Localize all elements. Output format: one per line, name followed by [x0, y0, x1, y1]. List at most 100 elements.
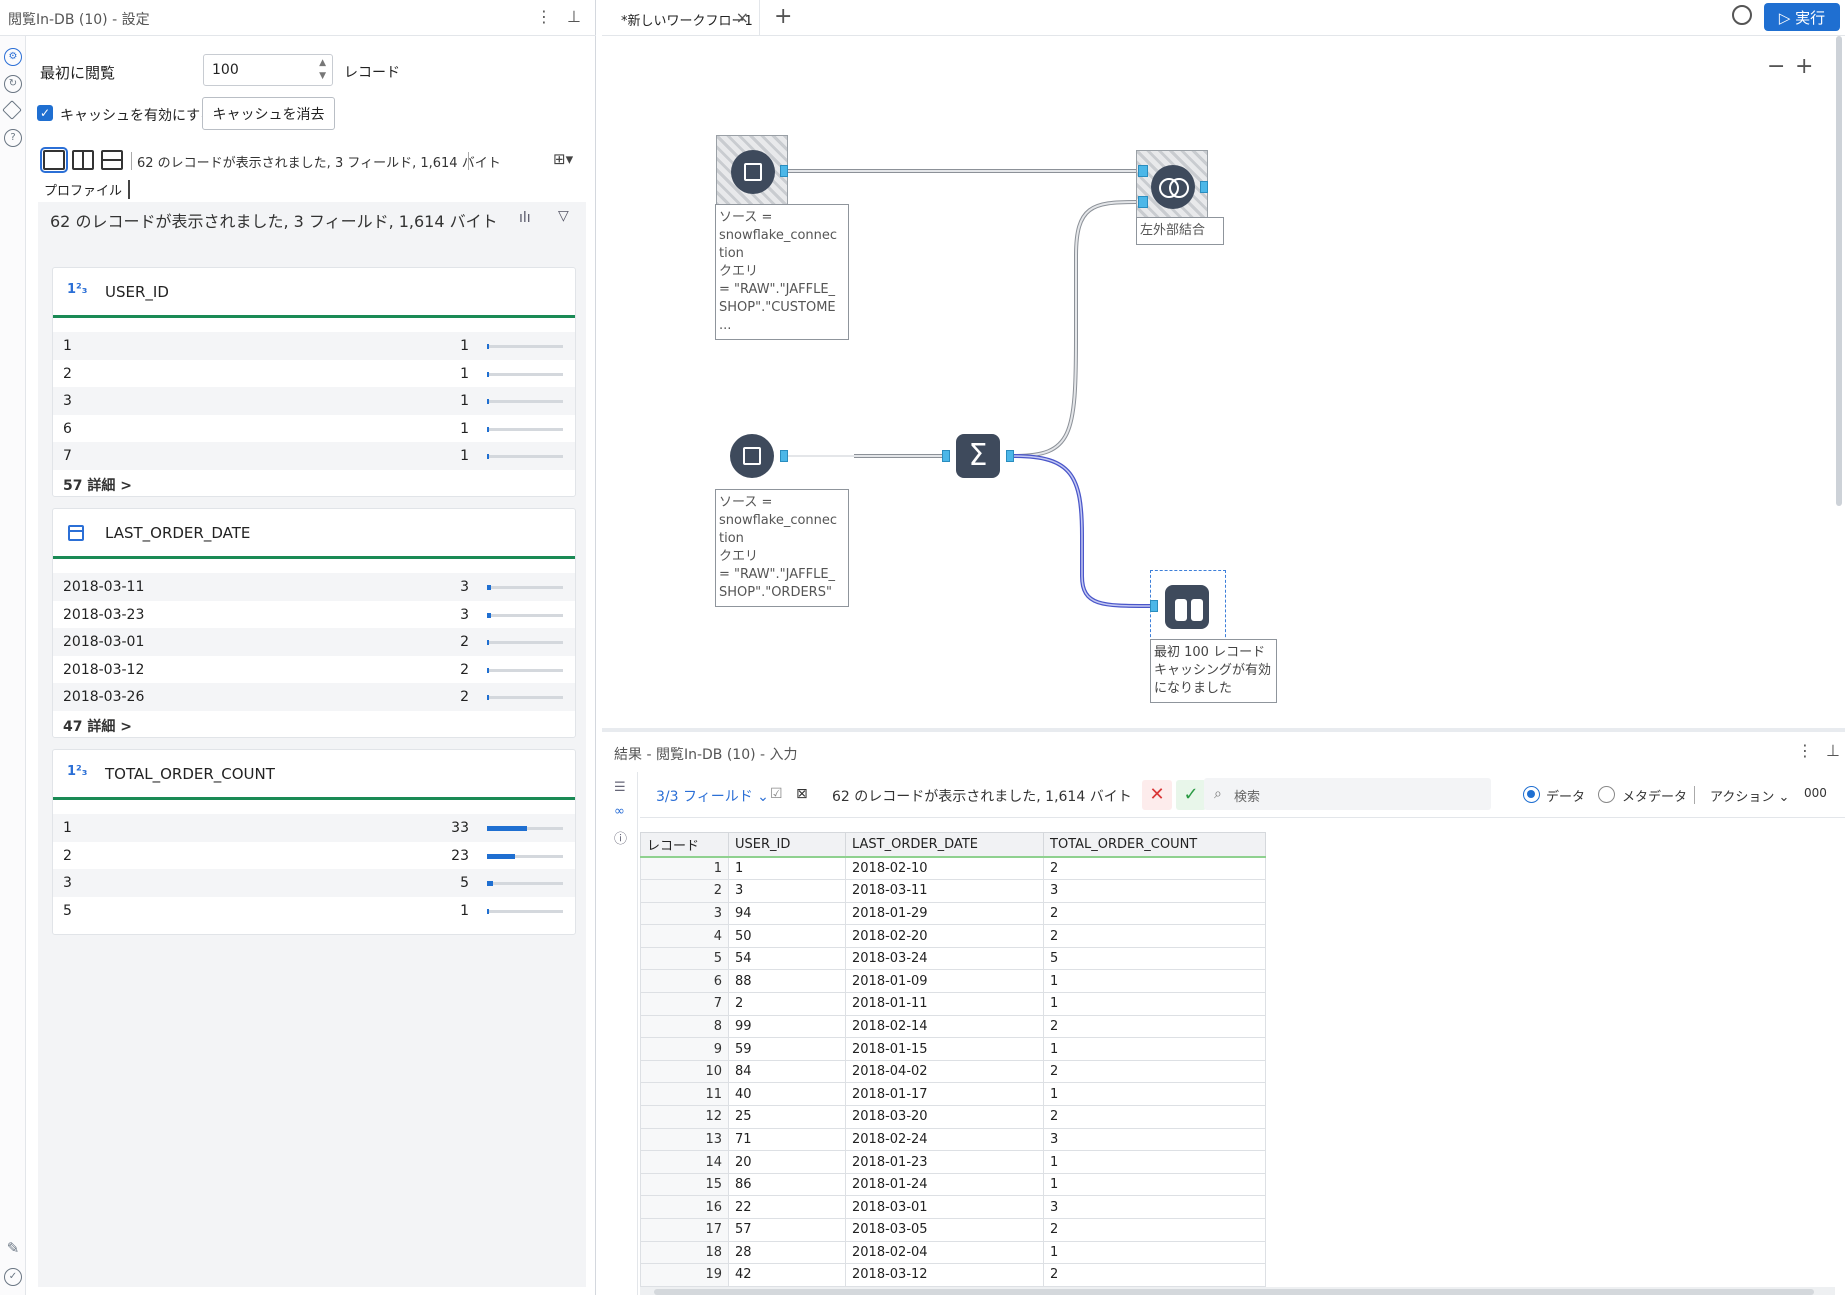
- table-cell[interactable]: 2018-04-02: [845, 1059, 1044, 1084]
- input-tool-customers[interactable]: [716, 135, 788, 207]
- left-input-anchor[interactable]: [1138, 165, 1148, 177]
- close-icon[interactable]: ×: [735, 8, 749, 27]
- table-cell[interactable]: 99: [728, 1014, 846, 1039]
- more-options-icon[interactable]: ⋮: [536, 7, 552, 26]
- table-cell[interactable]: 2018-01-17: [845, 1082, 1044, 1107]
- table-cell[interactable]: 2018-03-20: [845, 1105, 1044, 1129]
- table-cell[interactable]: 3: [1043, 1127, 1266, 1152]
- zoom-in-icon[interactable]: +: [1795, 54, 1814, 79]
- edit-pencil-icon[interactable]: ✎: [6, 1239, 20, 1257]
- table-cell[interactable]: 2: [1043, 1059, 1266, 1084]
- table-cell[interactable]: 2: [1043, 856, 1266, 881]
- table-cell[interactable]: 12: [640, 1105, 729, 1129]
- table-cell[interactable]: 2018-02-24: [845, 1127, 1044, 1152]
- bar-chart-icon[interactable]: ılı: [519, 210, 531, 226]
- table-cell[interactable]: 2018-03-24: [845, 946, 1044, 971]
- table-cell[interactable]: 4: [640, 924, 729, 948]
- table-cell[interactable]: 2018-01-11: [845, 992, 1044, 1016]
- horizontal-scrollbar[interactable]: [640, 1287, 1835, 1295]
- settings-gear-icon[interactable]: ⚙: [4, 48, 22, 66]
- column-header-record[interactable]: レコード: [640, 832, 729, 858]
- table-cell[interactable]: 88: [728, 969, 846, 994]
- select-icon[interactable]: ☑: [770, 786, 783, 802]
- table-cell[interactable]: 50: [728, 924, 846, 948]
- table-cell[interactable]: 84: [728, 1059, 846, 1084]
- table-cell[interactable]: 16: [640, 1195, 729, 1219]
- filter-icon[interactable]: ▽: [558, 208, 569, 224]
- table-cell[interactable]: 1: [1043, 1082, 1266, 1107]
- table-cell[interactable]: 2018-01-09: [845, 969, 1044, 994]
- table-cell[interactable]: 6: [640, 969, 729, 994]
- metadata-radio[interactable]: [1598, 786, 1615, 803]
- table-cell[interactable]: 2: [1043, 901, 1266, 926]
- history-icon[interactable]: [1732, 5, 1752, 25]
- horizontal-split-icon[interactable]: [101, 150, 123, 170]
- table-cell[interactable]: 2: [1043, 1263, 1266, 1287]
- search-input[interactable]: 検索: [1204, 778, 1491, 810]
- table-cell[interactable]: 25: [728, 1105, 846, 1129]
- more-digits-menu[interactable]: 000: [1804, 786, 1827, 800]
- table-cell[interactable]: 2018-03-12: [845, 1263, 1044, 1287]
- table-cell[interactable]: 2018-03-05: [845, 1218, 1044, 1242]
- table-cell[interactable]: 22: [728, 1195, 846, 1219]
- table-cell[interactable]: 28: [728, 1240, 846, 1265]
- more-details-link[interactable]: 47 詳細 >: [63, 718, 132, 735]
- table-cell[interactable]: 2018-01-15: [845, 1037, 1044, 1061]
- table-cell[interactable]: 2: [1043, 1218, 1266, 1242]
- data-radio[interactable]: [1523, 786, 1540, 803]
- table-cell[interactable]: 3: [1043, 879, 1266, 903]
- vertical-split-icon[interactable]: [72, 150, 94, 170]
- single-layout-icon[interactable]: [40, 147, 68, 173]
- table-cell[interactable]: 86: [728, 1172, 846, 1197]
- column-header-total-order-count[interactable]: TOTAL_ORDER_COUNT: [1043, 832, 1266, 858]
- tab-workflow-1[interactable]: *新しいワークフロー1 ×: [618, 0, 760, 36]
- table-cell[interactable]: 8: [640, 1014, 729, 1039]
- tag-icon[interactable]: [2, 100, 22, 120]
- more-options-icon[interactable]: ⋮: [1797, 741, 1813, 760]
- binoculars-icon[interactable]: ∞: [614, 804, 625, 819]
- output-anchor[interactable]: [1006, 450, 1014, 462]
- browse-tool[interactable]: [1150, 570, 1226, 642]
- table-cell[interactable]: 10: [640, 1059, 729, 1084]
- table-cell[interactable]: 54: [728, 946, 846, 971]
- table-cell[interactable]: 40: [728, 1082, 846, 1107]
- table-cell[interactable]: 1: [1043, 1240, 1266, 1265]
- table-cell[interactable]: 1: [1043, 1037, 1266, 1061]
- table-cell[interactable]: 2: [640, 879, 729, 903]
- input-anchor[interactable]: [942, 450, 950, 462]
- table-cell[interactable]: 2018-01-24: [845, 1172, 1044, 1197]
- column-header-user-id[interactable]: USER_ID: [728, 832, 846, 858]
- table-cell[interactable]: 1: [1043, 1172, 1266, 1197]
- summarize-tool[interactable]: Σ: [942, 420, 1014, 492]
- table-cell[interactable]: 19: [640, 1263, 729, 1287]
- add-column-icon[interactable]: ⊞▾: [553, 150, 574, 168]
- cancel-icon[interactable]: ✕: [1142, 780, 1172, 810]
- table-cell[interactable]: 3: [728, 879, 846, 903]
- check-circle-icon[interactable]: ✓: [4, 1268, 22, 1286]
- table-cell[interactable]: 2018-01-23: [845, 1150, 1044, 1174]
- output-anchor[interactable]: [780, 165, 788, 177]
- table-cell[interactable]: 15: [640, 1172, 729, 1197]
- profile-tab[interactable]: プロファイル: [44, 180, 131, 199]
- table-cell[interactable]: 18: [640, 1240, 729, 1265]
- deselect-icon[interactable]: ⊠: [796, 786, 808, 802]
- table-cell[interactable]: 2018-03-01: [845, 1195, 1044, 1219]
